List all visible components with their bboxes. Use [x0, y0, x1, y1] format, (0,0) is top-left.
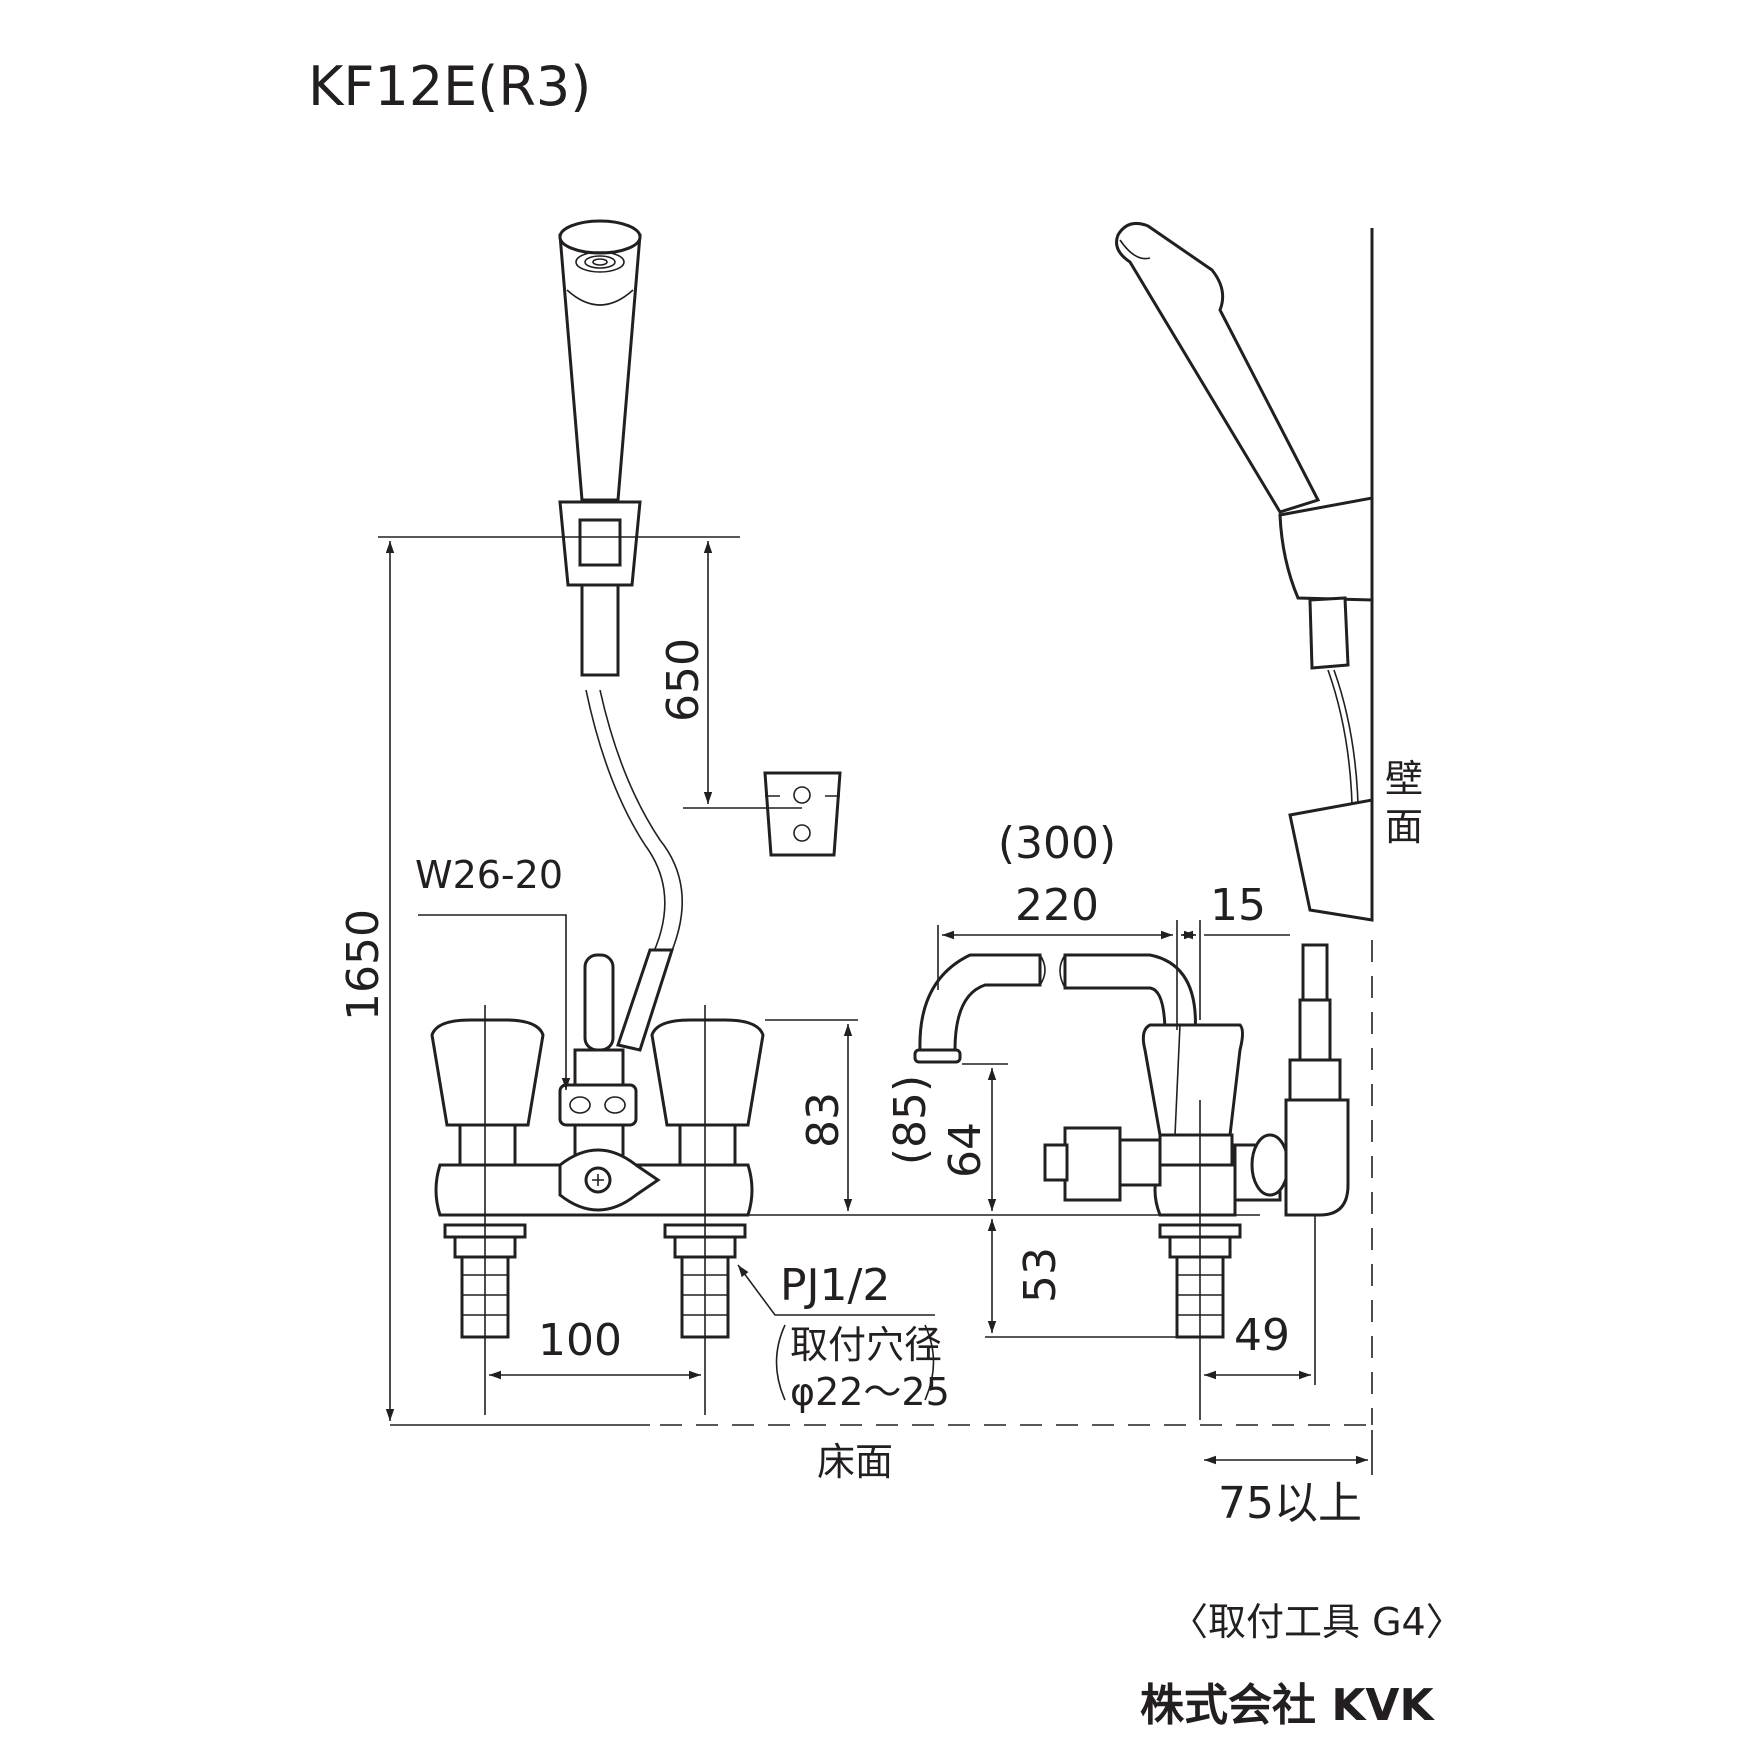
maker-name: 株式会社 KVK — [1140, 1680, 1435, 1731]
dim-spout-reach-ref: (300) — [998, 818, 1116, 869]
dimension-lines — [378, 536, 1373, 1475]
model-title: KF12E(R3) — [308, 55, 591, 118]
dim-spout-height: 64 — [940, 1122, 991, 1178]
dim-pipe-offset: 49 — [1234, 1310, 1290, 1361]
faucet-front-icon — [430, 953, 1260, 1415]
dim-spout-height-ref: (85) — [885, 1075, 936, 1165]
dim-body-height: 83 — [798, 1092, 849, 1148]
label-mount-hole-line1: 取付穴径 — [790, 1323, 942, 1367]
hand-shower-icon — [558, 219, 642, 502]
dim-below-deck: 53 — [1015, 1247, 1066, 1303]
dim-wall-offset: 15 — [1210, 880, 1266, 931]
dim-total-height: 1650 — [338, 909, 389, 1021]
shower-holder-icon — [558, 500, 642, 587]
label-wall-1: 壁 — [1385, 757, 1423, 801]
label-connector: W26-20 — [415, 853, 563, 897]
label-thread: PJ1/2 — [780, 1260, 890, 1311]
label-tool: 〈取付工具 G4〉 — [1170, 1600, 1464, 1644]
side-hand-shower-icon — [1115, 222, 1374, 922]
dim-hole-pitch: 100 — [538, 1315, 622, 1366]
dim-wall-clearance: 75以上 — [1218, 1478, 1362, 1529]
label-floor: 床面 — [817, 1440, 893, 1484]
faucet-side-icon — [913, 943, 1350, 1420]
label-mount-hole-line2: φ22〜25 — [790, 1370, 950, 1414]
dim-hook-height: 650 — [658, 638, 709, 722]
label-wall-2: 面 — [1385, 805, 1423, 849]
dim-spout-reach: 220 — [1015, 880, 1099, 931]
shower-hook-icon — [763, 771, 842, 857]
shower-hose-icon — [580, 583, 683, 1052]
bracket-right — [924, 1324, 935, 1401]
bracket-left — [775, 1324, 786, 1401]
